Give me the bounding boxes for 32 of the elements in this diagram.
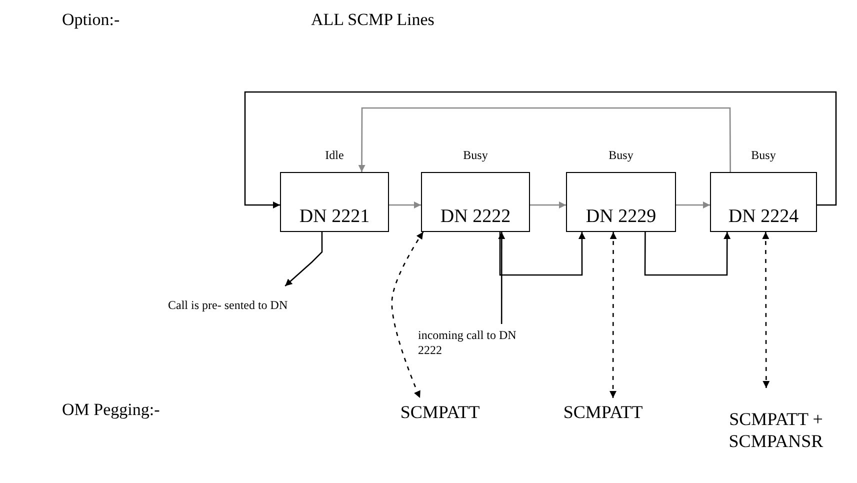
dashed-arrow	[762, 232, 770, 388]
arrow	[284, 232, 323, 286]
heading-label: ALL SCMP Lines	[311, 10, 434, 30]
note-text: incoming call to DN 2222	[418, 328, 518, 358]
state-label: Busy	[463, 148, 488, 163]
note-text: SCMPATT	[399, 400, 481, 424]
state-box	[566, 172, 676, 232]
arrow	[389, 202, 421, 208]
line-number: DN 2221	[298, 206, 371, 228]
arrow	[358, 107, 731, 172]
note-text: Call is pre- sented to DN	[168, 298, 289, 312]
state-box	[421, 172, 530, 232]
arrow	[644, 232, 731, 276]
state-label: Busy	[608, 148, 634, 163]
dashed-arrow	[610, 232, 617, 398]
arrow	[676, 202, 710, 208]
note-text: SCMPATT + SCMPANSR	[728, 408, 824, 452]
line-number: DN 2224	[727, 206, 800, 228]
heading-label: OM Pegging:-	[62, 400, 160, 420]
line-number: DN 2222	[439, 206, 512, 228]
state-label: Idle	[325, 148, 344, 163]
state-label: Busy	[751, 148, 776, 163]
dashed-arrow	[391, 232, 424, 398]
arrow	[498, 232, 506, 324]
arrow	[530, 202, 566, 208]
note-text: SCMPATT	[562, 400, 644, 424]
heading-label: Option:-	[62, 10, 120, 30]
line-number: DN 2229	[584, 206, 658, 228]
state-box	[280, 172, 389, 232]
arrow	[499, 232, 586, 276]
arrow	[244, 91, 837, 208]
state-box	[710, 172, 817, 232]
